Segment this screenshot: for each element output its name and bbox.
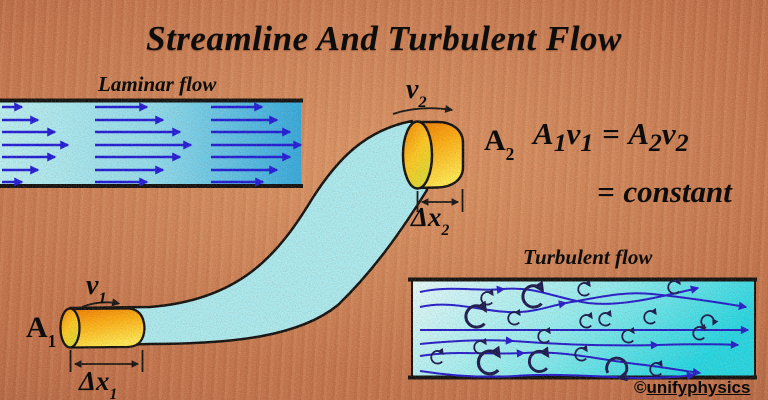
page-title: Streamline And Turbulent Flow bbox=[146, 19, 622, 58]
turbulent-flow-label: Turbulent flow bbox=[523, 245, 653, 269]
area2-label: A2 bbox=[484, 124, 515, 164]
watermark: ©unifyphysics bbox=[634, 378, 751, 397]
laminar-flow-label: Laminar flow bbox=[98, 72, 217, 96]
v1-label: v1 bbox=[86, 270, 107, 308]
area1-label: A1 bbox=[26, 311, 57, 351]
continuity-equation-line2: =constant bbox=[597, 174, 732, 209]
turbulent-flow-panel bbox=[408, 277, 757, 382]
continuity-equation-line1: A1v1=A2v2 bbox=[533, 116, 689, 158]
fluid-element-1 bbox=[59, 298, 146, 372]
laminar-flow-panel bbox=[0, 98, 303, 188]
v2-label: v2 bbox=[406, 74, 427, 112]
dx2-label: Δx2 bbox=[411, 202, 450, 239]
dx1-label: Δx1 bbox=[79, 366, 118, 400]
